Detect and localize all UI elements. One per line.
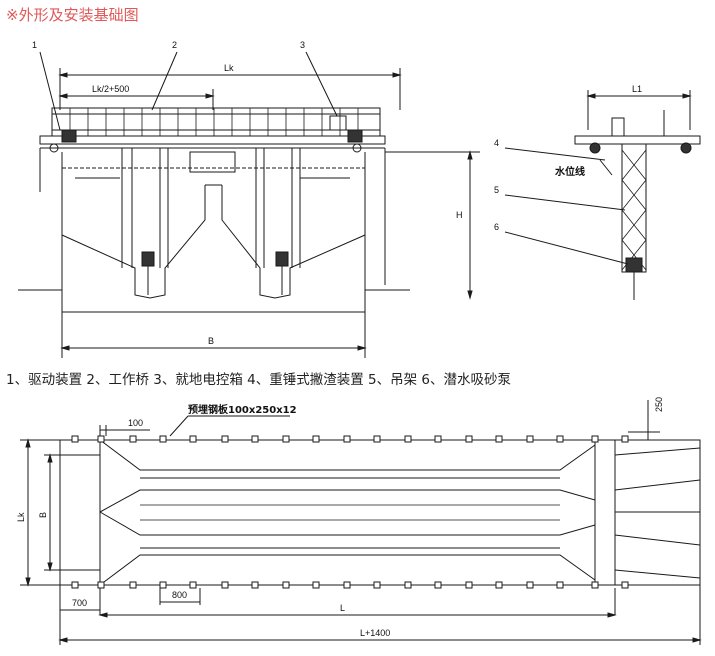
callout-5: 5	[494, 185, 499, 195]
callout-3: 3	[300, 40, 305, 50]
dim-b-side: B	[38, 512, 48, 518]
callout-4: 4	[494, 138, 499, 148]
dim-250: 250	[654, 397, 664, 412]
callout-1: 1	[32, 40, 37, 50]
dim-700: 700	[72, 598, 87, 608]
water-line-label: 水位线	[554, 165, 585, 178]
dim-800: 800	[172, 590, 187, 600]
parts-legend: 1、驱动装置 2、工作桥 3、就地电控箱 4、重锤式撇渣装置 5、吊架 6、潜水…	[6, 372, 511, 388]
dim-h: H	[456, 210, 463, 220]
dim-l1: L1	[632, 84, 642, 94]
dim-lk: Lk	[224, 63, 234, 73]
dim-b: B	[208, 336, 214, 346]
dim-100: 100	[128, 418, 143, 428]
embedded-plate-label: 预埋钢板100x250x12	[188, 403, 297, 416]
dim-lk-side: Lk	[16, 512, 26, 522]
side-view: L1 4 5 6 水位线	[494, 84, 701, 300]
callout-2: 2	[172, 40, 177, 50]
callout-6: 6	[494, 222, 499, 232]
dim-l1400: L+1400	[360, 628, 390, 638]
dim-l: L	[340, 603, 345, 613]
front-elevation: Lk Lk/2+500	[18, 40, 480, 358]
figure-title: ※外形及安装基础图	[6, 6, 139, 24]
plan-view: 100 预埋钢板100x250x12 250 Lk B 700 800	[16, 397, 702, 645]
dim-lk-half: Lk/2+500	[92, 84, 129, 94]
